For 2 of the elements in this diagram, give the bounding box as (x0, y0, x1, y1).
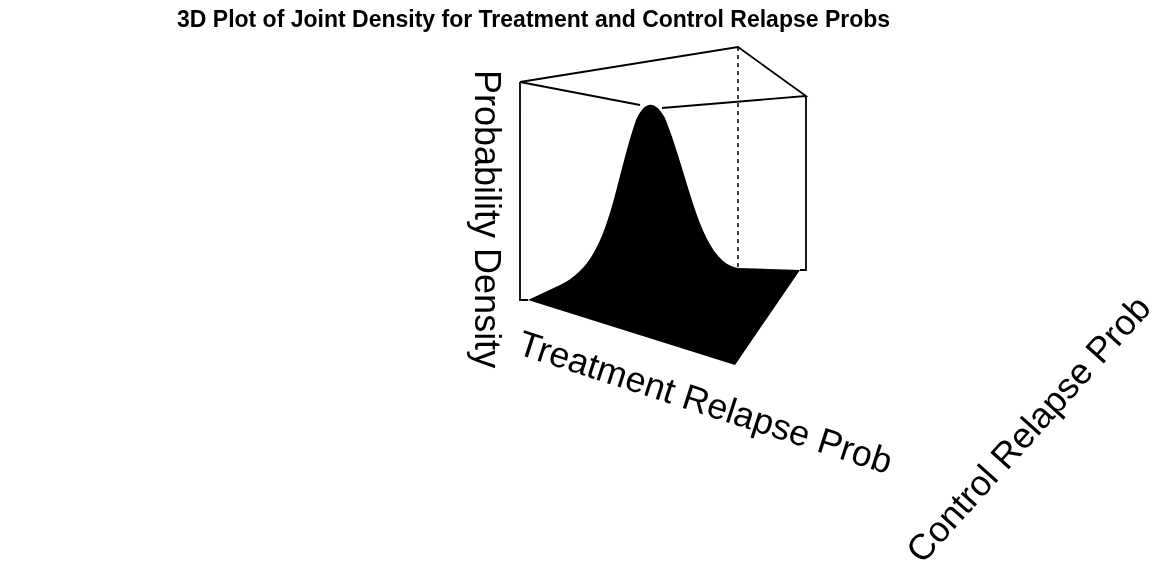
chart-title: 3D Plot of Joint Density for Treatment and Control Relapse Probs (177, 6, 891, 33)
axis-label: Probability Density (469, 70, 505, 369)
